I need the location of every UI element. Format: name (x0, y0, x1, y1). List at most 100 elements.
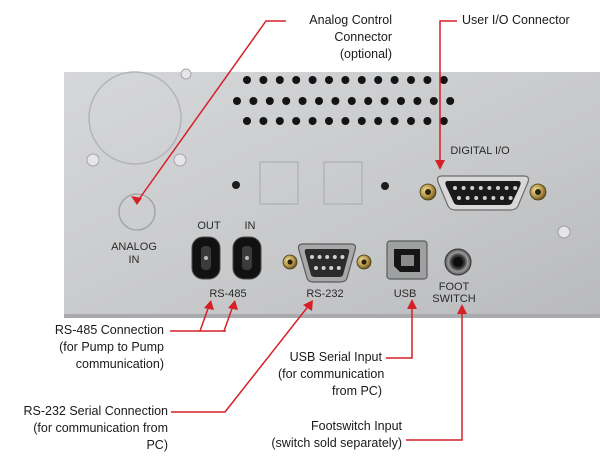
callout-line: from PC) (332, 384, 382, 398)
arrowhead (228, 300, 238, 310)
leader-footswitch (406, 310, 463, 441)
panel-label-analog-in: IN (129, 254, 140, 266)
fan-screw (86, 153, 100, 167)
connector-pin (482, 196, 487, 200)
connector-pin (504, 186, 509, 190)
vent-hole (259, 117, 268, 125)
knockout-square (323, 161, 363, 205)
vent-hole (357, 117, 366, 125)
leader-arrowheads (131, 160, 467, 314)
vent-hole (298, 97, 307, 105)
digital-io-connector (419, 175, 547, 211)
vent-hole (364, 97, 373, 105)
connector-pin (453, 186, 457, 190)
connector-pin (332, 255, 337, 259)
vent-hole (380, 97, 389, 105)
callout-line: (for Pump to Pump (59, 340, 164, 354)
callout-line: User I/O Connector (462, 13, 570, 27)
vent-hole (341, 76, 350, 84)
vent-hole (325, 117, 333, 125)
callout-line: (optional) (339, 47, 392, 61)
arrowhead (204, 300, 214, 310)
callout-line: Connector (334, 30, 392, 44)
vent-hole (407, 117, 415, 125)
rs485-out-jack (191, 236, 221, 280)
vent-hole (423, 76, 432, 84)
connector-pin (513, 186, 518, 190)
vent-hole (423, 117, 432, 125)
vent-hole (308, 117, 317, 125)
leader-analog-control (136, 20, 286, 203)
callout-line: (for communication (278, 367, 385, 381)
callout-line: RS-485 Connection (54, 323, 164, 337)
panel-label-in: IN (245, 220, 256, 232)
vent-hole (390, 117, 399, 125)
vent-hole (374, 117, 383, 125)
connector-pin (491, 196, 496, 200)
panel-label-rs485: RS-485 (209, 288, 246, 300)
callout-line: communication) (75, 357, 164, 371)
connector-pin (321, 266, 326, 270)
vent-hole (233, 97, 241, 105)
vent-hole (315, 97, 323, 105)
connector-pin (310, 255, 314, 259)
vent-hole (413, 97, 422, 105)
connector-pin (487, 186, 492, 190)
panel-label-rs232: RS-232 (306, 288, 343, 300)
connector-pin (470, 186, 475, 190)
vent-hole (275, 117, 284, 125)
connector-pin (496, 186, 500, 190)
callout-line: USB Serial Input (289, 350, 382, 364)
callout-analog-control: Analog Control Connector (optional) (291, 12, 392, 63)
connector-pin (457, 196, 461, 200)
callout-user-io: User I/O Connector (462, 12, 570, 29)
panel-label-foot: FOOT (439, 281, 470, 293)
vent-hole (325, 76, 333, 84)
arrowhead (131, 196, 142, 205)
connector-pin (474, 196, 479, 200)
leader-rs232 (171, 303, 311, 413)
rs232-connector (282, 243, 372, 283)
arrowhead (457, 304, 467, 314)
vent-hole (292, 76, 301, 84)
leader-user-io (439, 20, 457, 165)
rs485-in-jack (232, 236, 262, 280)
vent-hole (347, 97, 356, 105)
connector-pin (317, 255, 322, 259)
ventilation-grille (233, 76, 455, 125)
vent-hole (243, 117, 251, 125)
vent-hole (259, 76, 268, 84)
callout-line: PC) (146, 438, 168, 452)
callout-line: Footswitch Input (310, 419, 402, 433)
vent-hole (275, 76, 284, 84)
callout-line: (for communication from (33, 421, 168, 435)
fan-screw (180, 68, 192, 80)
vent-hole (390, 76, 399, 84)
fan-screw (173, 153, 187, 167)
panel-label-out: OUT (197, 220, 221, 232)
vent-hole (374, 76, 383, 84)
vent-hole (249, 97, 258, 105)
vent-hole (265, 97, 274, 105)
callout-rs485: RS-485 Connection (for Pump to Pump comm… (50, 322, 164, 373)
arrowhead (435, 160, 445, 170)
usb-port (386, 240, 428, 280)
connector-pin (508, 196, 513, 200)
vent-hole (357, 76, 366, 84)
connector-pin (500, 196, 504, 200)
callout-footswitch: Footswitch Input (switch sold separately… (244, 418, 402, 452)
connector-pin (478, 186, 483, 190)
arrowhead (303, 300, 313, 311)
connector-pin (336, 266, 341, 270)
vent-hole (243, 76, 251, 84)
vent-hole (439, 76, 448, 84)
vent-hole (282, 97, 291, 105)
leader-usb (386, 304, 413, 359)
analog-in-connector (118, 193, 156, 231)
arrowhead (407, 299, 417, 309)
callout-line: RS-232 Serial Connection (23, 404, 168, 418)
panel-screw (557, 225, 571, 239)
vent-hole (446, 97, 455, 105)
connector-pin (461, 186, 466, 190)
